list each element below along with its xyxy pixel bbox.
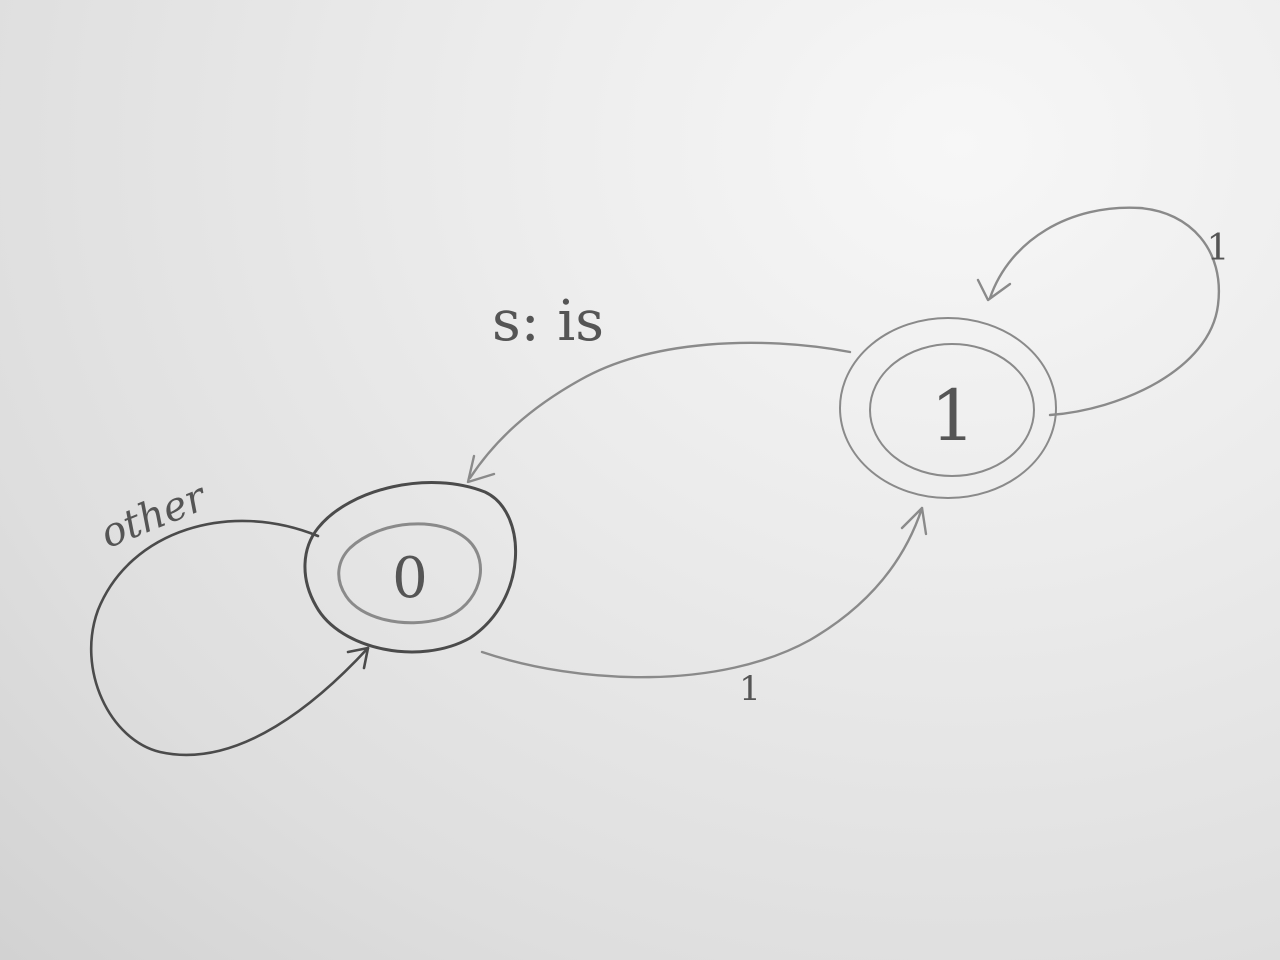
- state-0-inner-circle: [337, 522, 482, 625]
- arrowhead-loop-1: [976, 278, 1012, 302]
- loop-edge-1: [988, 206, 1221, 417]
- state-0-label: 0: [392, 546, 428, 611]
- transition-0-to-0: other: [89, 473, 370, 757]
- transition-1-to-1: 1: [976, 206, 1230, 417]
- state-0: 0: [303, 481, 518, 654]
- transition-label-loop-1: 1: [1207, 228, 1230, 269]
- loop-edge-other: [89, 519, 370, 757]
- state-1-label: 1: [931, 375, 976, 457]
- transition-label-1-to-0: s: is: [492, 289, 604, 354]
- edge-0-to-1: [480, 506, 924, 679]
- state-1-outer-circle: [839, 317, 1057, 499]
- state-0-outer-circle: [303, 481, 518, 654]
- transition-1-to-0: s: is: [466, 289, 852, 484]
- transition-0-to-1: 1: [480, 506, 928, 709]
- arrowhead-0-to-1: [900, 506, 928, 536]
- arrowhead-other: [346, 646, 370, 670]
- state-1: 1: [839, 317, 1057, 499]
- transition-label-0-to-1: 1: [739, 669, 761, 709]
- state-1-inner-circle: [869, 343, 1035, 477]
- edge-1-to-0: [468, 341, 852, 480]
- arrowhead-1-to-0: [466, 454, 496, 484]
